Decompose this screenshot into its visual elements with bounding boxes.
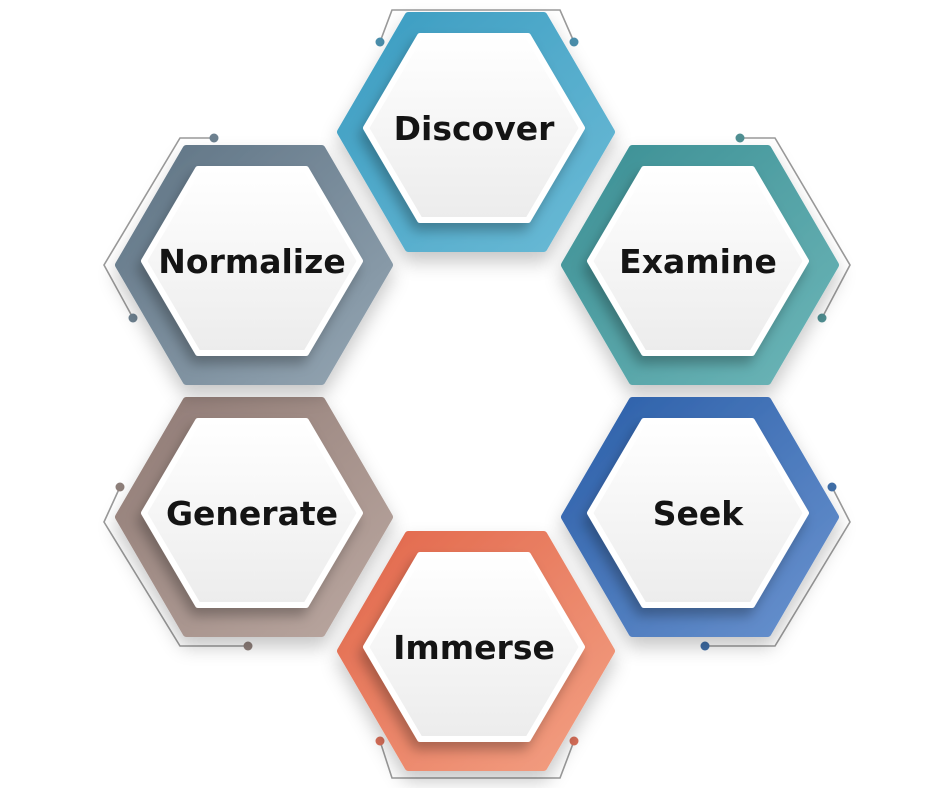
connector-examine — [735, 133, 851, 323]
connector-seek — [700, 482, 851, 651]
connector-dot — [375, 37, 385, 47]
connector-dot — [817, 313, 827, 323]
connector-dot — [700, 641, 710, 651]
hex-inner — [141, 418, 363, 608]
connector-immerse — [375, 736, 579, 779]
connector-dot — [375, 736, 385, 746]
connector-dot — [128, 313, 138, 323]
hex-node-examine: Examine — [561, 145, 839, 385]
hex-inner — [587, 166, 809, 356]
connector-dot — [569, 37, 579, 47]
connector-line — [379, 9, 575, 43]
hex-inner — [363, 33, 585, 223]
hex-node-seek: Seek — [561, 397, 839, 637]
connector-dot — [569, 736, 579, 746]
connector-line — [705, 486, 851, 647]
hex-node-immerse: Immerse — [337, 531, 615, 771]
hex-inner — [141, 166, 363, 356]
hex-inner — [587, 418, 809, 608]
connector-dot — [115, 482, 125, 492]
connector-line — [740, 137, 851, 319]
connector-line — [379, 740, 575, 779]
hex-label-normalize: Normalize — [158, 242, 345, 281]
hex-label-immerse: Immerse — [393, 628, 555, 667]
connector-dot — [827, 482, 837, 492]
hex-inner — [363, 552, 585, 742]
connector-dot — [735, 133, 745, 143]
hex-label-seek: Seek — [653, 494, 745, 533]
hex-label-examine: Examine — [619, 242, 777, 281]
connector-dot — [209, 133, 219, 143]
hex-node-normalize: Normalize — [115, 145, 393, 385]
hex-node-discover: Discover — [337, 12, 615, 252]
connector-line — [103, 137, 214, 319]
connector-dot — [243, 641, 253, 651]
hex-node-generate: Generate — [115, 397, 393, 637]
connector-generate — [103, 482, 253, 651]
connector-line — [103, 486, 248, 647]
hex-label-discover: Discover — [394, 109, 555, 148]
connector-lines — [103, 9, 851, 779]
hex-label-generate: Generate — [166, 494, 338, 533]
connector-discover — [375, 9, 579, 47]
connector-normalize — [103, 133, 219, 323]
